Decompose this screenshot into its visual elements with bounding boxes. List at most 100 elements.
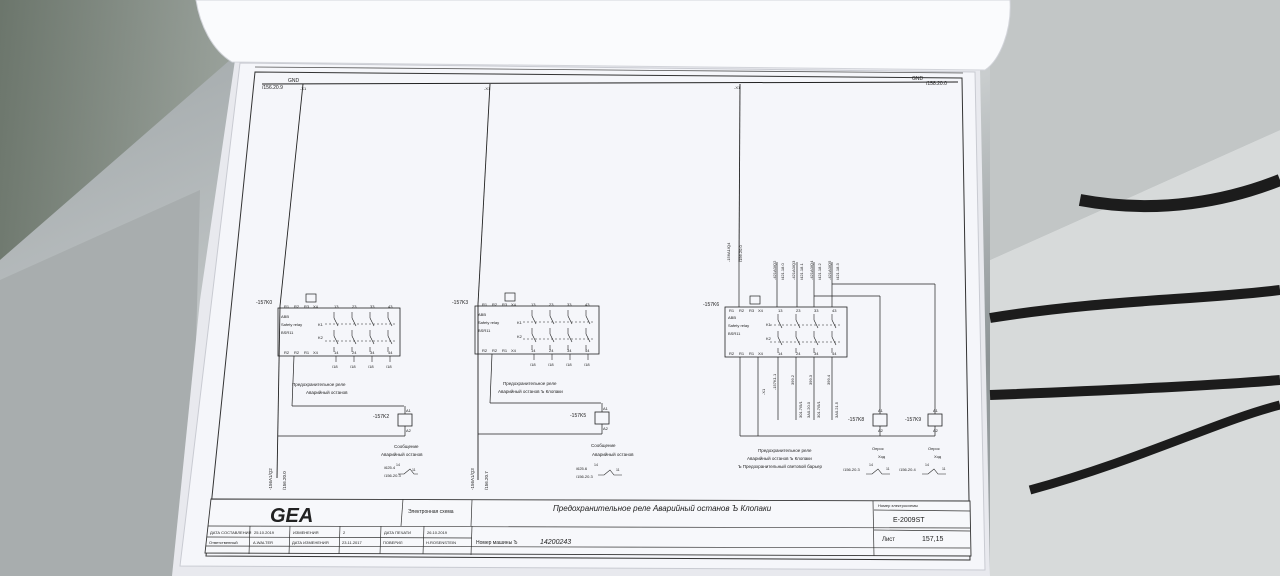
- coil-caption: Опрос: [872, 446, 884, 451]
- relay-model: BSR11: [728, 331, 741, 336]
- contact-ref: /156.20.3: [576, 474, 593, 479]
- pin: 33: [814, 308, 819, 313]
- relay-type: Safety relay: [478, 320, 499, 325]
- pin: X4: [758, 351, 764, 356]
- coil-caption: Ход: [878, 454, 886, 459]
- contact-pin: 14: [396, 463, 400, 467]
- pin: R3: [304, 304, 310, 309]
- coil-3b: [927, 413, 943, 427]
- gnd-left-label: GND: [288, 78, 300, 84]
- coil-caption: Аварийный останов: [592, 451, 634, 457]
- gnd-right-label: GND: [912, 76, 924, 82]
- pin: R1: [749, 351, 755, 356]
- relay-caption: Предохранительное реле: [503, 381, 557, 386]
- relay-caption: Аварийный останов: [306, 389, 348, 395]
- contact-ref: /156.20.3: [843, 467, 860, 472]
- coil-pin: A1: [933, 408, 939, 413]
- pin: 33: [567, 302, 572, 307]
- relay-model: BSR11: [281, 330, 294, 335]
- relay-caption: Предохранительное реле: [292, 382, 346, 387]
- sheet-number: 157,15: [922, 536, 944, 543]
- wire-label: -421A0/Q2: [772, 260, 777, 280]
- drawing-title: Предохранительное реле Аварийный останов…: [553, 504, 772, 513]
- pin: 14: [778, 351, 783, 356]
- coil-tag: -157K8: [848, 417, 864, 423]
- pin: 23: [549, 302, 554, 307]
- pin: 33: [370, 304, 375, 309]
- contact-pin: 14: [869, 463, 873, 467]
- wire-ref: /421.18.0: [780, 263, 785, 280]
- coil-pin: A2: [878, 428, 884, 433]
- pin: R1: [729, 308, 735, 313]
- pin: R2: [284, 350, 290, 355]
- relay-box-3: [724, 306, 848, 358]
- wire-ref: 3A0.21.5: [834, 401, 839, 418]
- coil-caption: Опрос: [928, 446, 940, 451]
- wire-label: -421A0/Q3: [791, 260, 796, 280]
- pin: 44: [832, 351, 837, 356]
- relay-type: Safety relay: [728, 323, 749, 328]
- relay-box-2: [474, 305, 600, 355]
- wire-ref: /156.20.7: [484, 471, 489, 490]
- pin: R1: [502, 348, 508, 353]
- pin: 34: [567, 348, 572, 353]
- k2-label: K2: [517, 334, 523, 339]
- coil-caption: Сообщение: [394, 444, 419, 449]
- pin: R2: [729, 351, 735, 356]
- sheet-label: Лист: [882, 537, 895, 543]
- pin: R2: [294, 304, 300, 309]
- wire-label: -421A0/Q4: [809, 260, 814, 280]
- paper-page: [179, 62, 986, 571]
- pin: R3: [502, 302, 508, 307]
- wire-label: -156A1/Q4: [726, 242, 731, 262]
- changes-label: ИЗМЕНЕНИЯ: [293, 530, 319, 535]
- pin: 13: [531, 302, 536, 307]
- wire-label: -156A1/Q3: [470, 468, 475, 490]
- wire-label: 399.4: [826, 374, 831, 385]
- relay-model: BSR11: [478, 328, 491, 333]
- modified-label: ДАТА ИЗМЕНЕНИЯ: [292, 540, 329, 545]
- relay-caption: Предохранительное реле: [758, 448, 812, 453]
- checked-label: ПОВЕРИЛ: [383, 540, 403, 545]
- coil-tag: -157K2: [373, 414, 389, 420]
- pin: 24: [352, 350, 357, 355]
- wire-label: -156A1/Q2: [268, 468, 273, 490]
- coil-pin: A2: [933, 428, 939, 433]
- pin: R2: [739, 308, 745, 313]
- coil-pin: A1: [603, 406, 609, 411]
- gnd-right-ref: /158.20.0: [926, 81, 947, 87]
- pin: 14: [334, 350, 339, 355]
- relay-type: Safety relay: [281, 322, 302, 327]
- relay-group-2: -157K3 R1 R2 R3 X4 13 23 33 43 ABB Safet…: [452, 83, 634, 490]
- pin: X4: [511, 348, 517, 353]
- relay-group-1: -157K0 R1 R2 R3 X4 13 23 33 43 ABB Safet…: [256, 83, 423, 490]
- pin: 43: [585, 302, 590, 307]
- gnd-left-ref: /156.20.9: [262, 85, 283, 91]
- relay-maker: ABB: [478, 312, 486, 317]
- relay-box-1: [277, 307, 401, 357]
- contact-ref: /156.20.3: [384, 473, 401, 478]
- pin: R2: [492, 348, 498, 353]
- wire-label: -X1: [761, 388, 766, 395]
- relay-tag-3: -157K6: [703, 302, 719, 308]
- contact-pin: 11: [616, 468, 620, 472]
- wire-ref: 3A0.20.0: [806, 401, 811, 418]
- wire-ref: /421.18.2: [817, 263, 822, 280]
- contact-ref: /156.20.4: [899, 467, 916, 472]
- k1-label: K1: [766, 322, 772, 327]
- output-ref: /18: [368, 364, 374, 369]
- pin: 44: [388, 350, 393, 355]
- drawing-no-label: Номер электросхемы: [878, 503, 918, 508]
- tap1-label: -X1: [300, 86, 307, 91]
- pin: 24: [549, 348, 554, 353]
- output-ref: /18: [386, 364, 392, 369]
- logo-text: GEA: [270, 505, 313, 527]
- pin: 24: [796, 351, 801, 356]
- pin: R1: [304, 350, 310, 355]
- wire-label: -157K1.1: [772, 373, 777, 390]
- contact-ref: /625.4: [384, 465, 396, 470]
- tap2-label: -X1: [484, 86, 491, 91]
- relay-caption: Ъ Предохранительный световой барьер: [738, 463, 822, 469]
- tap3-label: -X1: [734, 85, 741, 90]
